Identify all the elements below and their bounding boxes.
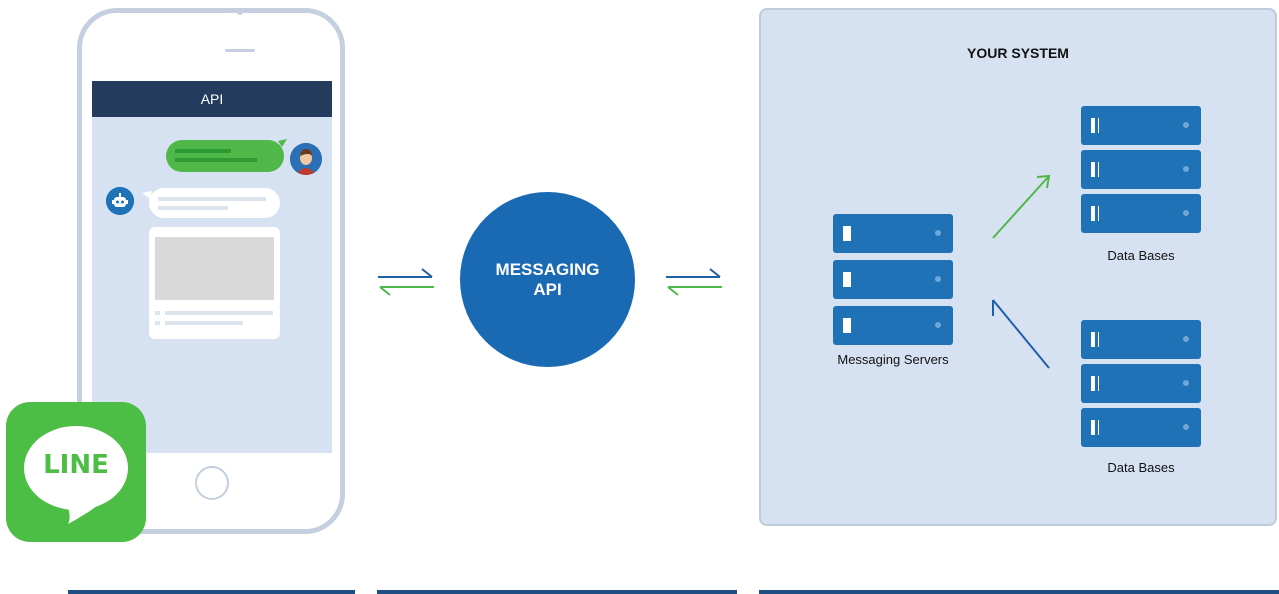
system-title: YOUR SYSTEM (967, 45, 1069, 61)
phone-screen: API (92, 81, 332, 453)
bot-rich-card (149, 227, 280, 339)
phone-home-button (195, 466, 229, 500)
bottom-strip (759, 590, 1279, 594)
server-icon (1081, 150, 1201, 189)
server-icon (833, 214, 953, 253)
server-icon (1081, 320, 1201, 359)
user-avatar-icon (290, 143, 322, 175)
message-line (175, 149, 231, 153)
arrow-to-databases (992, 174, 1051, 239)
message-line (158, 197, 266, 201)
card-bullet (155, 321, 160, 325)
message-line (175, 158, 257, 162)
card-image-placeholder (155, 237, 274, 300)
messaging-api-node: MESSAGING API (460, 192, 635, 367)
bottom-strip (377, 590, 737, 594)
exchange-arrows-icon (666, 268, 722, 296)
server-icon (1081, 364, 1201, 403)
api-label-line1: MESSAGING (495, 259, 600, 279)
databases-top-label: Data Bases (1107, 248, 1175, 263)
server-icon (1081, 106, 1201, 145)
phone-camera (237, 9, 243, 15)
phone-speaker (225, 49, 255, 52)
server-icon (833, 260, 953, 299)
line-logo-icon: LINE (6, 402, 146, 542)
databases-bottom-label: Data Bases (1107, 460, 1175, 475)
line-logo-text: LINE (43, 450, 109, 480)
phone-mockup: API (77, 8, 345, 534)
bot-message-bubble (149, 188, 280, 218)
card-text-line (165, 321, 243, 325)
api-label-line2: API (533, 279, 562, 299)
exchange-arrows-icon (378, 268, 434, 296)
bottom-strip (68, 590, 355, 594)
your-system-panel: YOUR SYSTEM Messaging Servers Data Bases… (759, 8, 1277, 526)
server-icon (1081, 408, 1201, 447)
chat-header-title: API (92, 81, 332, 117)
card-bullet (155, 311, 160, 315)
card-text-line (165, 311, 273, 315)
bubble-tail (278, 139, 287, 147)
user-message-bubble (166, 140, 284, 172)
arrow-from-databases (992, 299, 1050, 369)
messaging-servers-label: Messaging Servers (837, 352, 949, 367)
server-icon (833, 306, 953, 345)
bot-avatar-icon (106, 187, 134, 215)
message-line (158, 206, 228, 210)
server-icon (1081, 194, 1201, 233)
